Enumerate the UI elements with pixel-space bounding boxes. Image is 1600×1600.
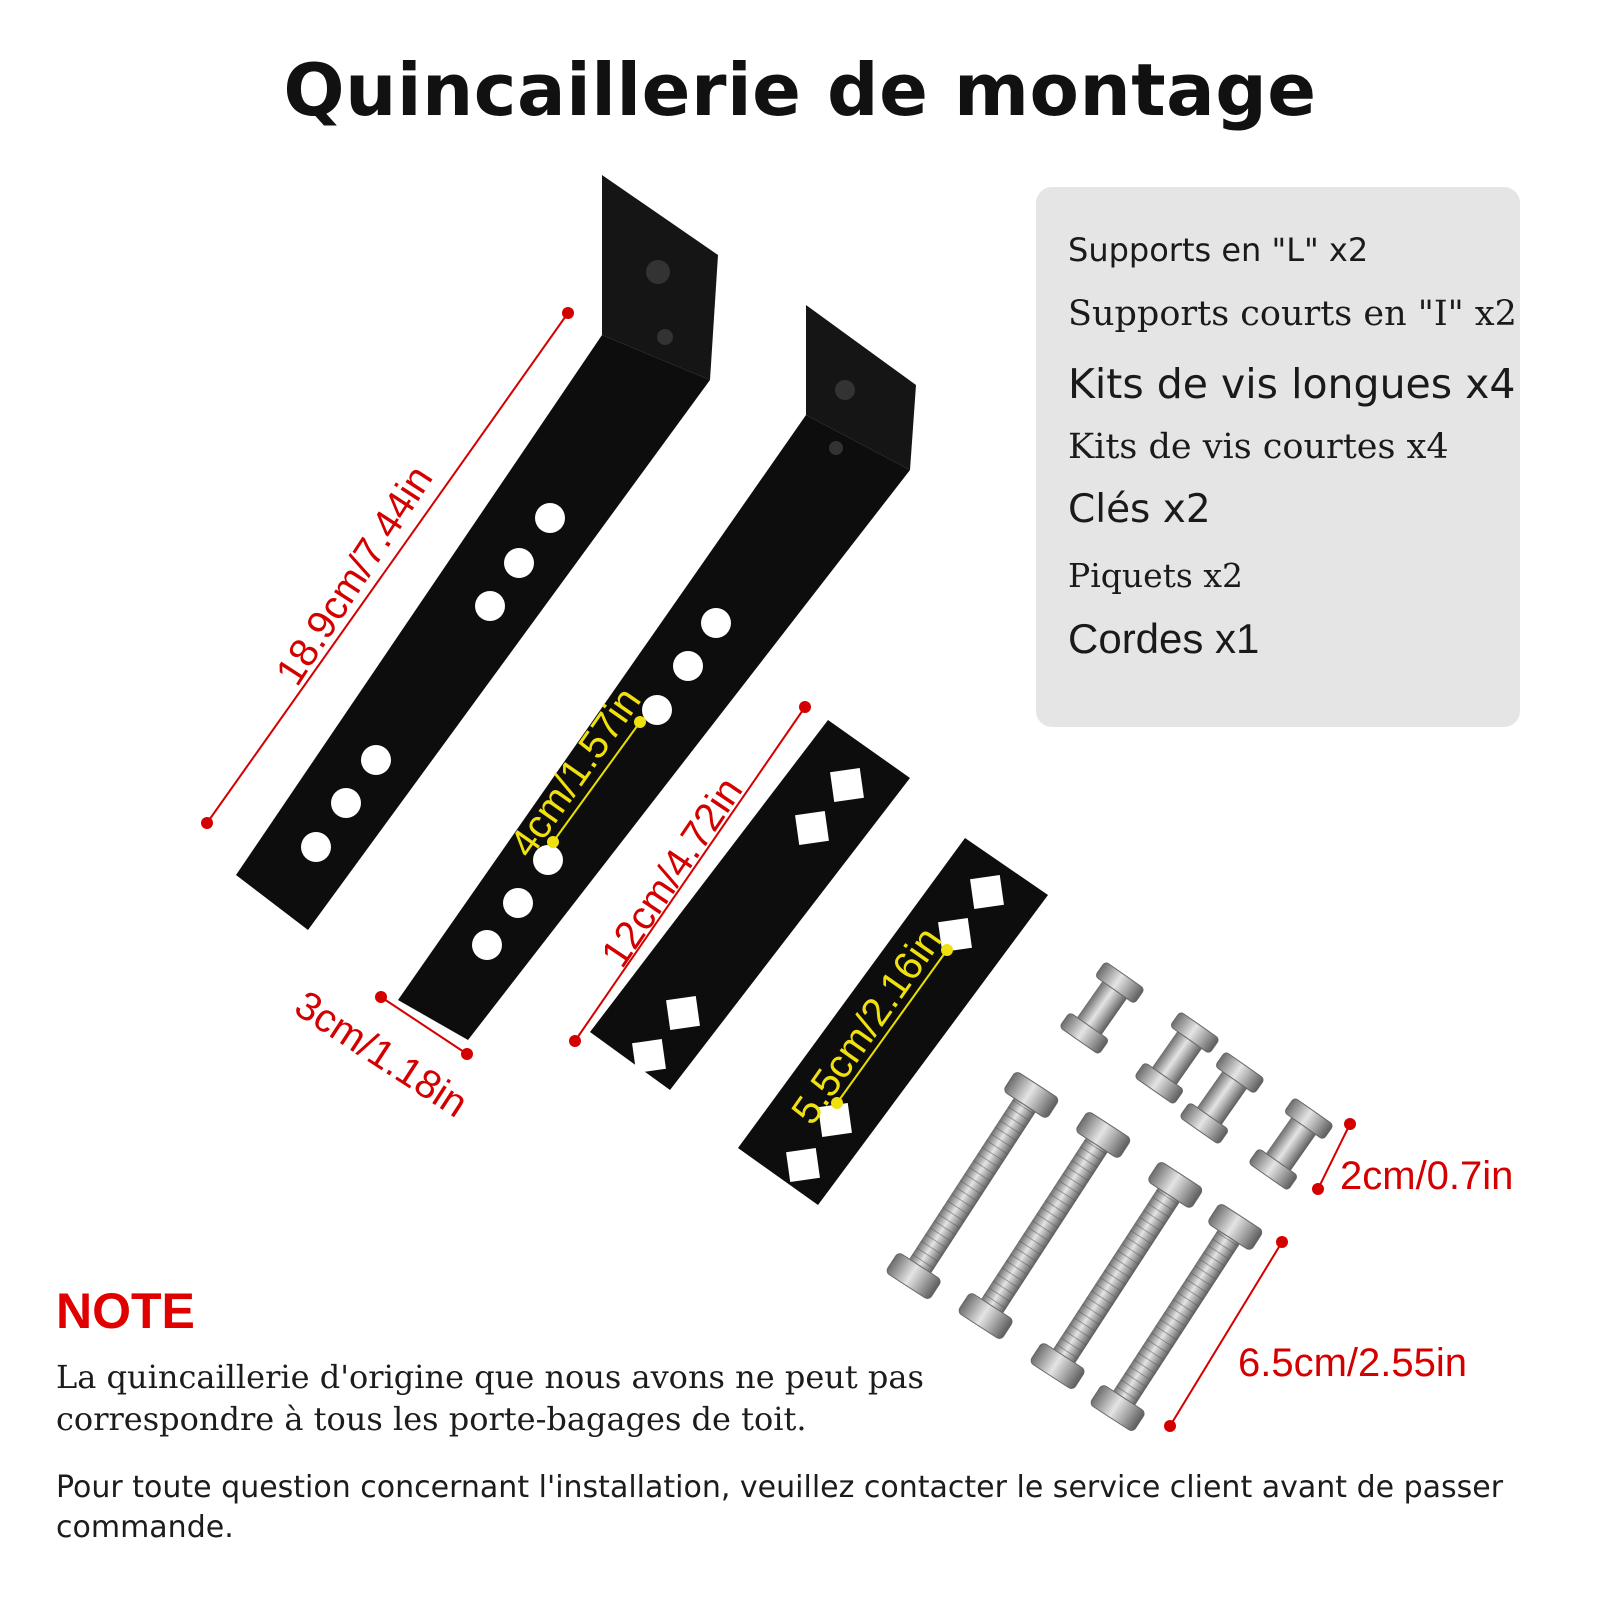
contents-item: Supports en "L" x2 xyxy=(1068,231,1369,269)
i-bracket-1 xyxy=(590,720,910,1090)
contents-item: Piquets x2 xyxy=(1068,556,1243,595)
contents-item: Kits de vis courtes x4 xyxy=(1068,427,1449,467)
page-title: Quincaillerie de montage xyxy=(283,48,1317,132)
contents-panel: Supports en "L" x2 Supports courts en "I… xyxy=(1036,187,1520,727)
note-text: Pour toute question concernant l'install… xyxy=(56,1470,1504,1545)
long-bolt-length-label: 6.5cm/2.55in xyxy=(1238,1341,1467,1385)
contents-item: Clés x2 xyxy=(1068,487,1211,532)
note-text: La quincaillerie d'origine que nous avon… xyxy=(56,1358,924,1438)
long-bolts xyxy=(886,1072,1263,1431)
l-bracket-2 xyxy=(398,305,916,1040)
contents-item: Cordes x1 xyxy=(1068,615,1260,662)
bracket-hole xyxy=(646,260,670,284)
contents-item: Kits de vis longues x4 xyxy=(1068,360,1516,408)
short-bolt-length-label: 2cm/0.7in xyxy=(1340,1154,1513,1198)
i-bracket-2 xyxy=(738,838,1048,1205)
contents-item: Supports courts en "I" x2 xyxy=(1068,294,1517,334)
bracket-hole xyxy=(835,380,855,400)
bracket-hole xyxy=(829,441,843,455)
bracket-hole xyxy=(657,329,673,345)
l-bracket-1 xyxy=(236,175,718,930)
note-heading: NOTE xyxy=(56,1283,195,1339)
dimension-lines xyxy=(201,307,1356,1432)
short-bolts xyxy=(1060,962,1333,1190)
